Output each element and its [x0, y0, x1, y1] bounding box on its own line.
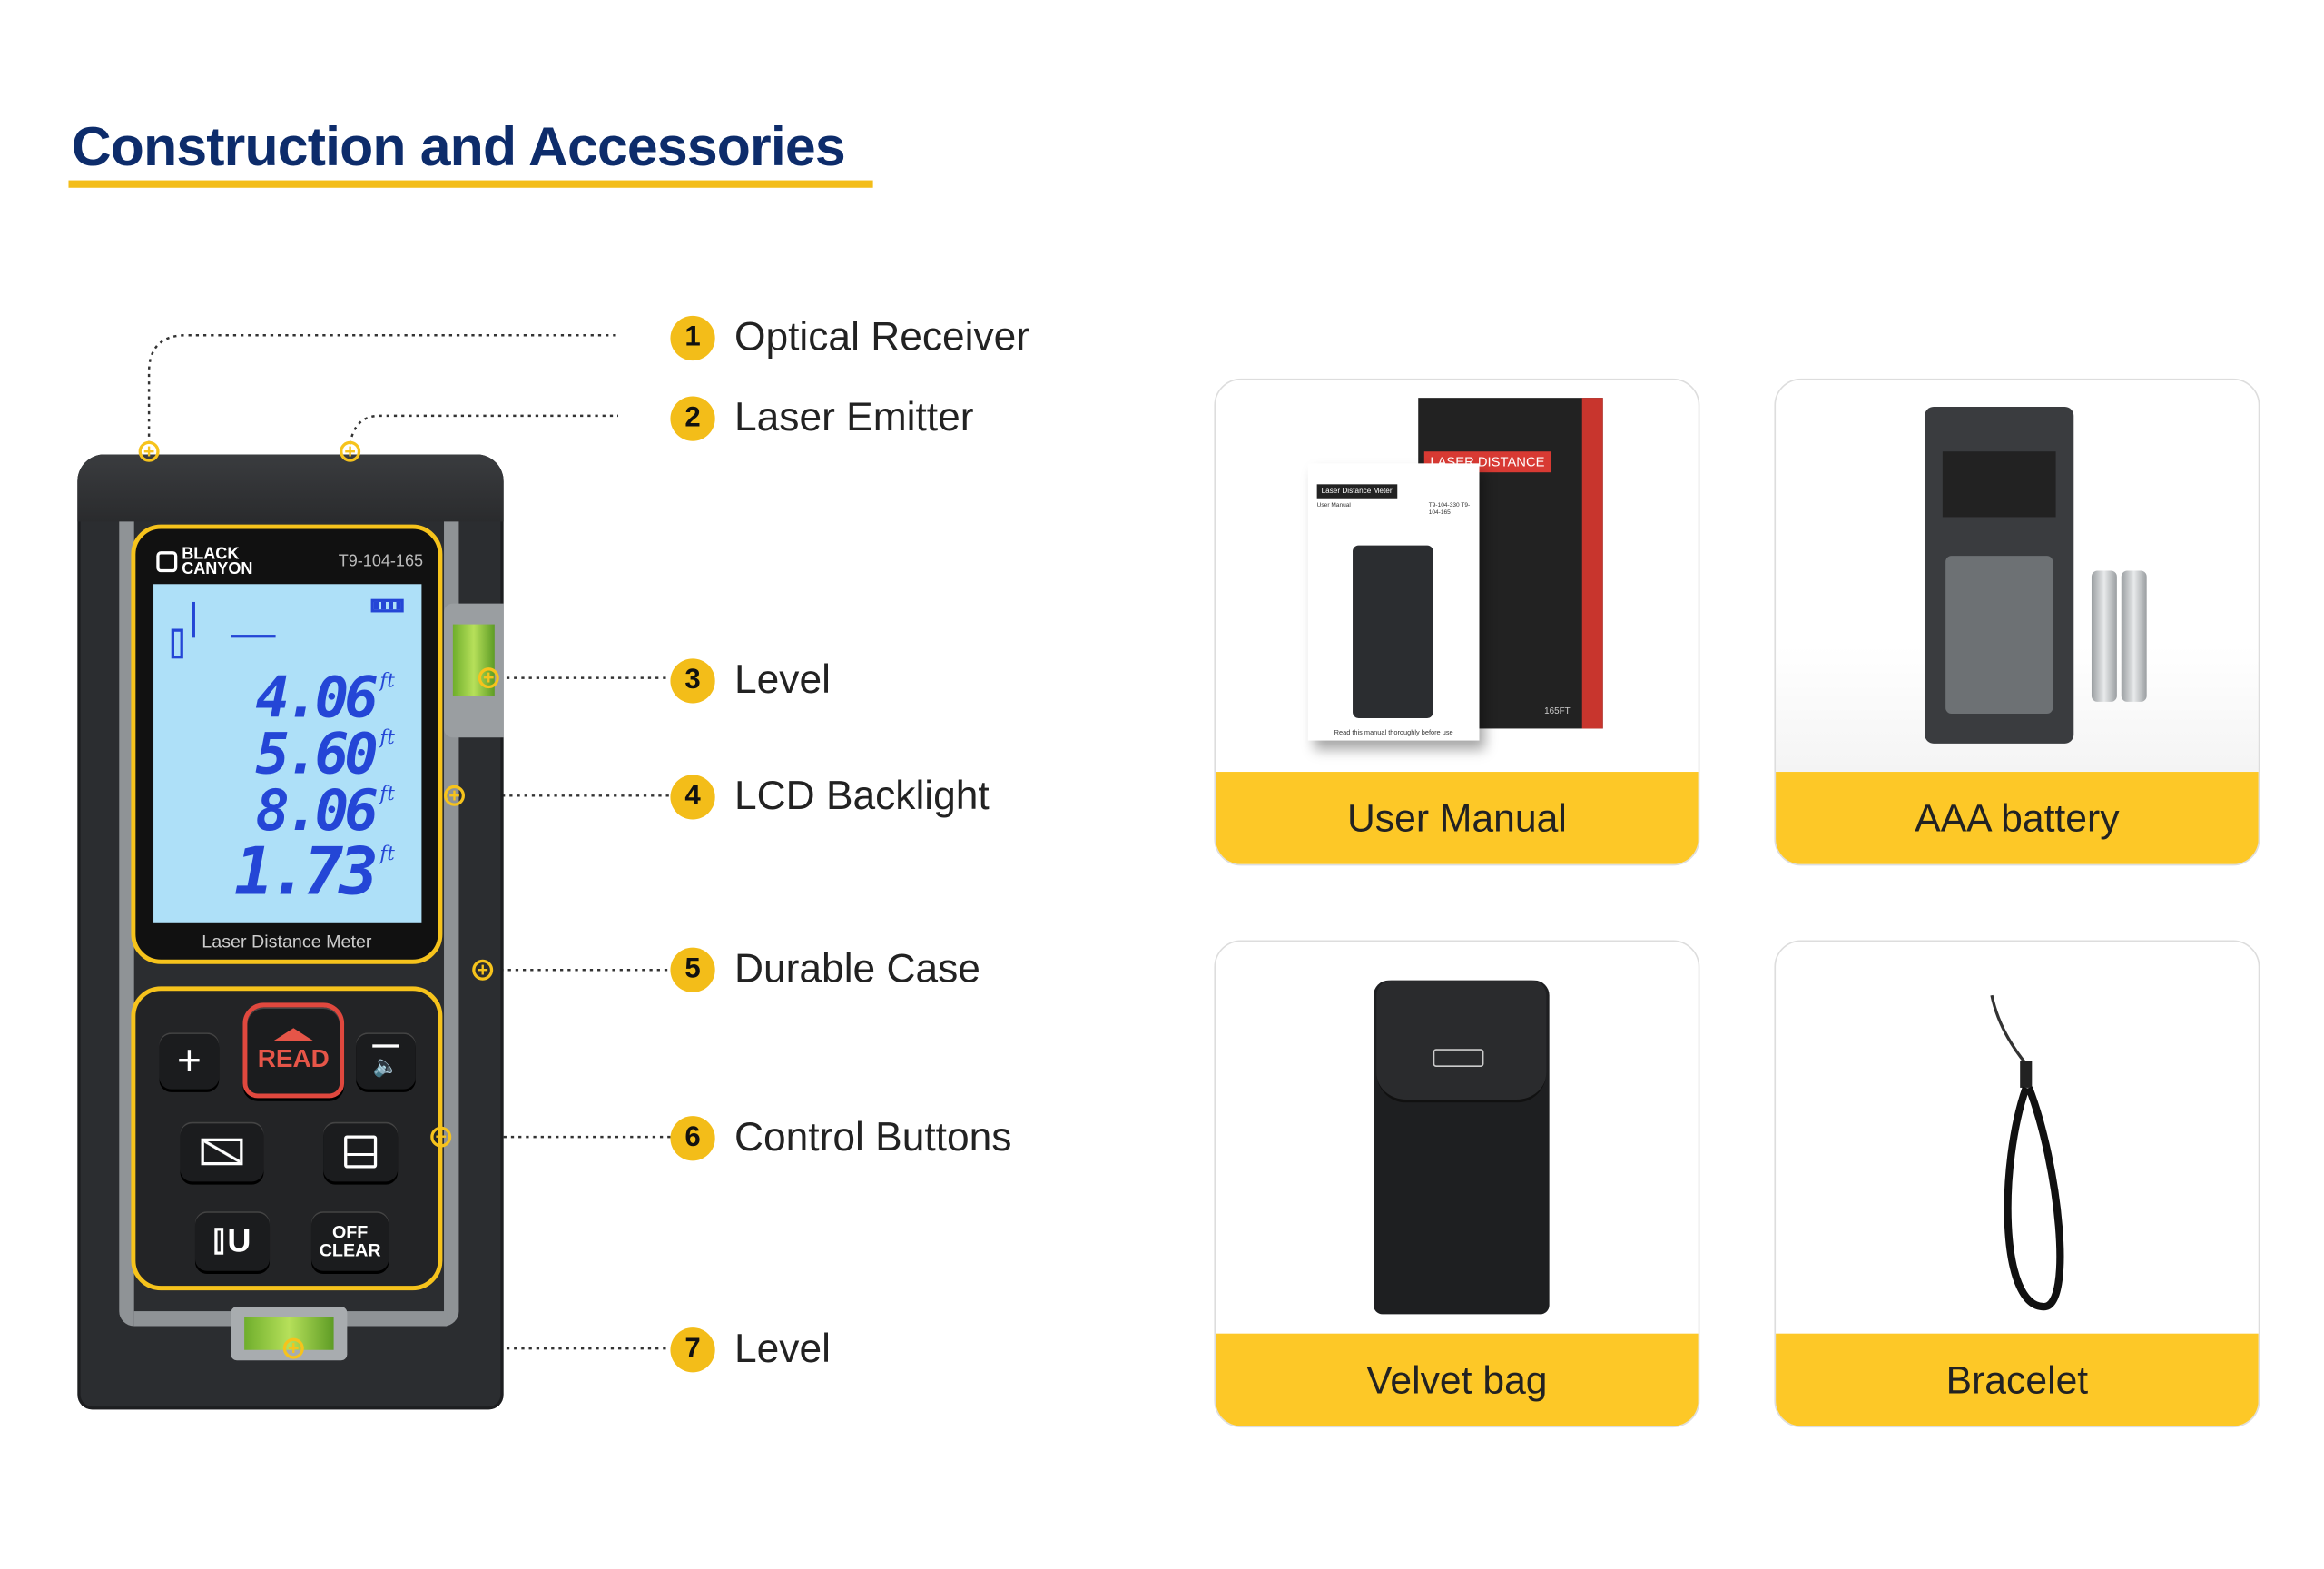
callout-label: Level [734, 1326, 831, 1371]
callout-level-side: 3 Level [670, 656, 831, 704]
box-range: 165FT [1544, 707, 1571, 717]
callout-number: 1 [670, 315, 715, 360]
accessory-label: AAA battery [1776, 772, 2259, 864]
read-button[interactable]: READ [242, 1002, 345, 1099]
callout-label: Durable Case [734, 946, 980, 992]
accessory-card-velvet-bag: Velvet bag [1214, 940, 1700, 1428]
callout-level-bottom: 7 Level [670, 1326, 831, 1372]
aaa-battery-image [2121, 570, 2147, 702]
manual-note: Read this manual thoroughly before use [1334, 728, 1453, 736]
battery-compartment-image [1925, 406, 2074, 744]
reading-unit: ft [379, 843, 395, 866]
callout-number: 3 [670, 657, 715, 703]
reading-value: 8.06 [255, 777, 378, 844]
reference-icon [213, 1228, 223, 1255]
manual-subtitle: User Manual [1316, 500, 1351, 508]
reading-value: 4.06 [255, 664, 378, 731]
brand-logo-icon [156, 551, 178, 573]
accessory-card-user-manual: LASER DISTANCE 165FT Laser Distance Mete… [1214, 378, 1700, 866]
velvet-bag-image [1374, 980, 1550, 1315]
callout-number: 7 [670, 1327, 715, 1372]
unit-label: U [227, 1221, 251, 1259]
speaker-icon: 🔈 [372, 1052, 399, 1077]
manual-models: T9-104-330 T9-104-165 [1428, 500, 1471, 516]
side-rail-left [119, 521, 134, 1327]
callout-durable-case: 5 Durable Case [670, 946, 980, 992]
marker-side-level: + [478, 667, 499, 689]
minus-volume-button[interactable]: 🔈 [356, 1032, 416, 1090]
reading-unit: ft [379, 726, 395, 750]
clear-label: CLEAR [319, 1239, 381, 1261]
marker-lcd-backlight: + [444, 784, 465, 806]
off-label: OFF [331, 1221, 369, 1243]
callout-label: Laser Emitter [734, 394, 974, 440]
device-top-cap [77, 454, 504, 522]
callout-label: Level [734, 656, 831, 702]
callout-label: Optical Receiver [734, 314, 1030, 360]
accessory-card-bracelet: Bracelet [1774, 940, 2260, 1428]
user-manual-image: Laser Distance Meter User Manual T9-104-… [1307, 463, 1480, 741]
callout-control-buttons: 6 Control Buttons [670, 1114, 1011, 1160]
marker-durable-case: + [472, 960, 494, 981]
marker-bottom-level: + [282, 1337, 304, 1359]
accessory-card-aaa-battery: AAA battery [1774, 378, 2260, 866]
battery-cavity [1945, 556, 2053, 715]
bag-logo [1433, 1049, 1484, 1067]
cube-measure-icon [201, 1138, 243, 1166]
up-triangle-icon [272, 1027, 315, 1041]
callout-number: 6 [670, 1115, 715, 1160]
reading-unit: ft [379, 670, 395, 694]
plus-button[interactable]: + [159, 1032, 220, 1090]
reading-value: 5.60 [255, 721, 378, 787]
callout-number: 5 [670, 946, 715, 992]
unit-reference-button[interactable]: U [194, 1211, 271, 1271]
reading-value: 1.73 [233, 834, 379, 911]
callout-laser-emitter: 2 Laser Emitter [670, 395, 973, 441]
marker-laser-emitter: + [340, 441, 361, 462]
device-label-sticker [1942, 451, 2056, 518]
floppy-disk-icon [344, 1135, 378, 1169]
callout-number: 4 [670, 774, 715, 819]
marker-optical-receiver: + [138, 441, 160, 462]
screen-caption: Laser Distance Meter [202, 931, 372, 952]
device-position-icon [171, 628, 183, 659]
marker-control-buttons: + [430, 1126, 452, 1148]
callout-number: 2 [670, 395, 715, 440]
brand-logo: BLACK CANYON [156, 545, 271, 578]
lcd-dash [231, 635, 276, 638]
brand-name: BLACK CANYON [182, 545, 253, 578]
accessory-label: Velvet bag [1216, 1333, 1699, 1426]
manual-device-image [1353, 545, 1433, 718]
callout-label: LCD Backlight [734, 773, 990, 818]
page-title: Construction and Accessories [71, 115, 846, 178]
callout-lcd-backlight: 4 LCD Backlight [670, 773, 990, 820]
aaa-battery-image [2091, 570, 2117, 702]
accessory-label: Bracelet [1776, 1333, 2259, 1426]
reading-unit: ft [379, 784, 395, 806]
area-volume-button[interactable] [180, 1121, 264, 1182]
title-underline [68, 180, 873, 188]
manual-title: Laser Distance Meter [1316, 484, 1397, 499]
save-button[interactable] [323, 1121, 399, 1182]
bag-flap [1376, 980, 1547, 1103]
battery-icon [370, 598, 404, 613]
reference-arrow-icon [192, 601, 195, 638]
minus-icon [372, 1043, 399, 1047]
model-number: T9-104-165 [338, 552, 424, 571]
callout-optical-receiver: 1 Optical Receiver [670, 314, 1029, 360]
read-label: READ [257, 1043, 330, 1072]
bracelet-image [1990, 994, 2064, 1311]
callout-label: Control Buttons [734, 1114, 1012, 1159]
accessory-label: User Manual [1216, 772, 1699, 864]
